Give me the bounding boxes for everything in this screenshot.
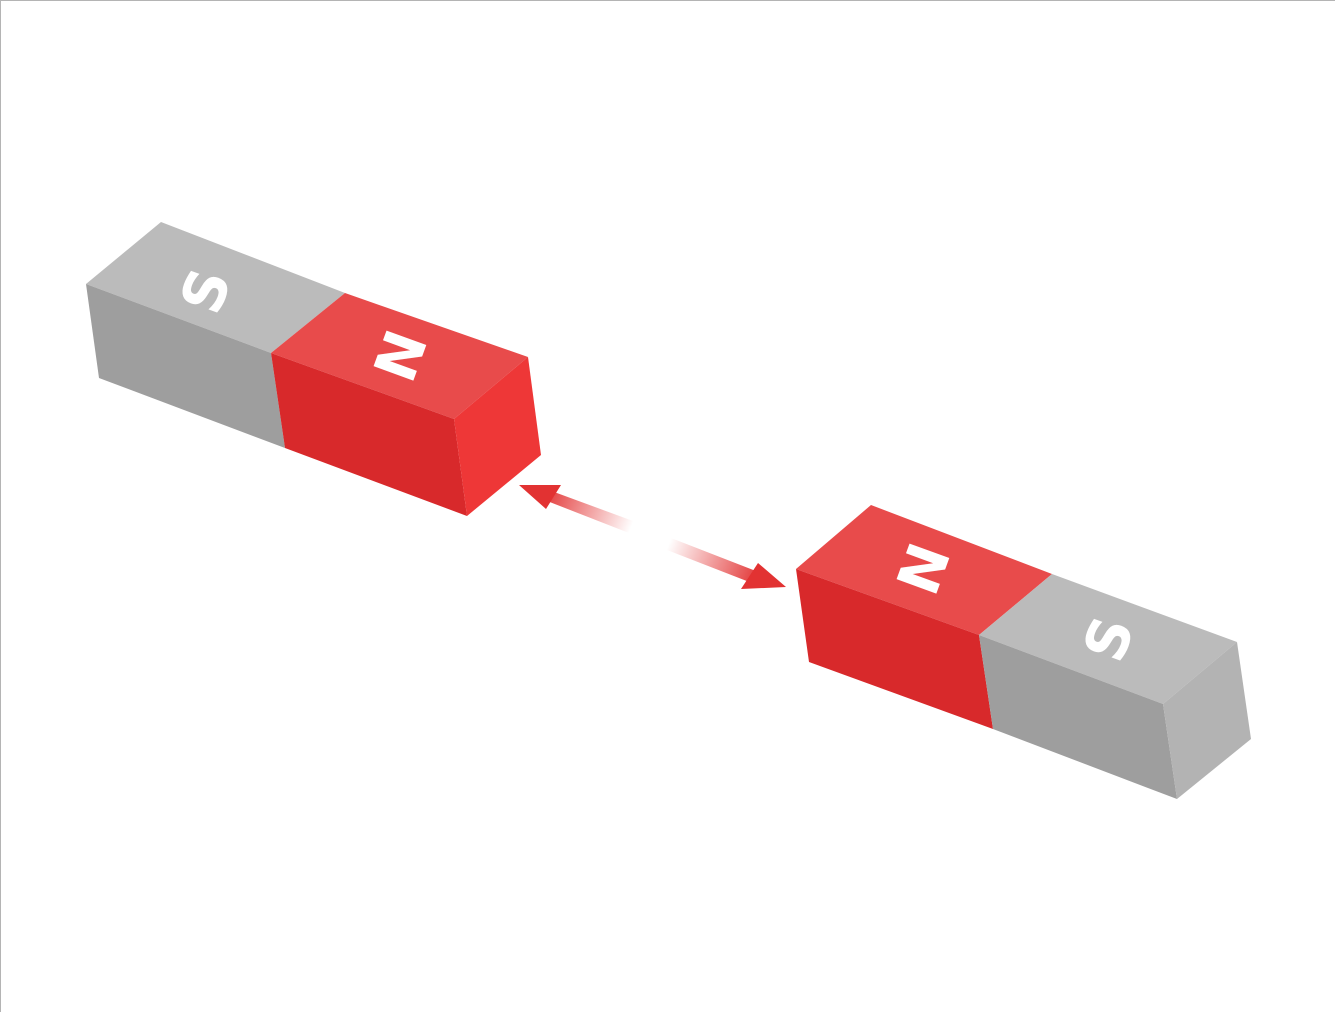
- magnet-right-north-front-face: [796, 569, 993, 729]
- arrow-right-head: [741, 563, 786, 589]
- magnet-left-north-end-face: [454, 357, 541, 516]
- magnet-left-south-pole: S: [86, 222, 345, 448]
- magnet-right-south-pole: S: [979, 574, 1251, 799]
- magnet-right-south-end-face: [1163, 642, 1251, 799]
- magnet-right-north-pole: N: [796, 505, 1052, 729]
- magnet-left: S N: [86, 222, 541, 516]
- magnet-left-south-front-face: [86, 284, 285, 448]
- magnet-right: N S: [796, 505, 1251, 799]
- magnet-left-south-top-face: [86, 222, 345, 353]
- magnet-left-north-front-face: [271, 353, 467, 516]
- magnet-left-north-top-face: [271, 293, 528, 419]
- magnet-left-north-pole: N: [271, 293, 541, 516]
- arrow-left-head: [519, 485, 561, 509]
- arrow-left-shaft: [542, 489, 633, 533]
- magnet-right-south-front-face: [979, 635, 1177, 799]
- arrow-right-shaft: [667, 538, 761, 585]
- magnet-right-north-top-face: [796, 505, 1052, 635]
- double-headed-arrow-icon: [519, 485, 786, 589]
- magnet-right-south-top-face: [979, 574, 1237, 704]
